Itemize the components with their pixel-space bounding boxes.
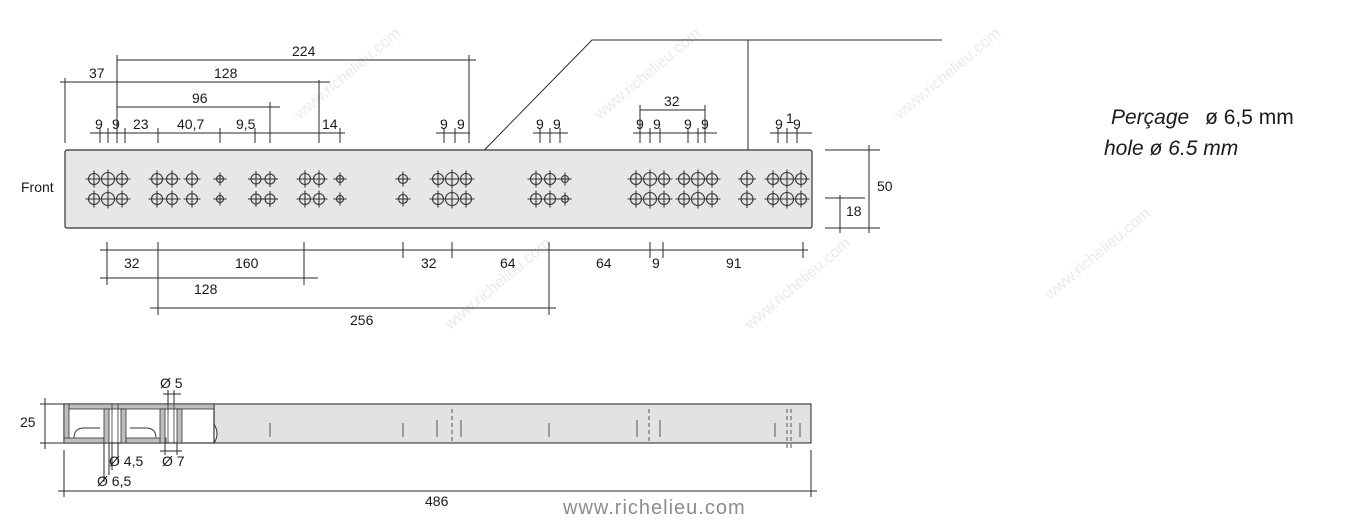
note-fr-word: Perçage [1111,106,1190,129]
hole-note-french: Perçage ø 6,5 mm [1111,106,1294,130]
dim-9-g: 9 [636,116,644,132]
drill-hole [333,192,347,206]
drill-hole [148,170,166,188]
drill-hole [655,170,673,188]
drill-hole [213,192,227,206]
dim-9-f: 9 [553,116,561,132]
dim-91: 91 [726,255,742,271]
drill-hole [262,191,278,207]
drill-hole [541,170,559,188]
drill-hole [213,172,227,186]
dim-32-top: 32 [664,93,680,109]
drill-hole [792,170,810,188]
dim-9-e: 9 [536,116,544,132]
dim-96: 96 [192,90,208,106]
slide-plate-top-view [64,149,813,229]
drill-hole [310,190,328,208]
drill-hole [262,171,278,187]
drill-hole [113,190,131,208]
hole-pattern [85,169,810,209]
dim-224: 224 [292,43,316,59]
dim-25: 25 [20,414,36,430]
drill-hole [703,190,721,208]
drill-hole [248,171,264,187]
dim-160: 160 [235,255,259,271]
dim-9-l: 9 [793,116,801,132]
dim-9-a: 9 [95,116,103,132]
dim-9-k: 9 [775,116,783,132]
svg-text:www.richelieu.com: www.richelieu.com [291,25,404,124]
dim-23: 23 [133,116,149,132]
upper-dimension-values: 224 128 96 37 9 9 23 40,7 9,5 14 9 9 9 9… [89,43,801,132]
drill-hole [457,190,475,208]
dim-phi-7: Ø 7 [162,453,185,469]
dim-phi-5: Ø 5 [160,375,183,391]
drill-hole [310,170,328,188]
dim-486: 486 [425,493,449,509]
website-url: www.richelieu.com [563,497,746,519]
dim-18: 18 [846,203,862,219]
dim-9-b: 9 [112,116,120,132]
dim-32-b: 32 [421,255,437,271]
drill-hole [738,170,756,188]
side-dimension-lines [40,390,817,497]
drill-hole [148,190,166,208]
dim-9-5: 9,5 [236,116,256,132]
drill-hole [183,190,201,208]
dim-256: 256 [350,312,374,328]
drill-hole [163,190,181,208]
drill-hole [163,170,181,188]
drill-hole [541,190,559,208]
dim-128-bottom: 128 [194,281,218,297]
drill-hole [457,170,475,188]
hole-note-english: hole ø 6.5 mm [1104,137,1239,160]
note-fr-symbol: ø [1205,106,1218,129]
dim-128-top: 128 [214,65,238,81]
dim-phi-4-5: Ø 4,5 [109,453,143,469]
drill-hole [738,190,756,208]
dim-14: 14 [322,116,338,132]
upper-dimension-lines [60,55,812,143]
dim-1: 1 [786,110,794,126]
height-dimension-lines [825,145,880,233]
drill-hole [792,190,810,208]
drill-hole [703,170,721,188]
drill-hole [395,171,411,187]
drill-hole [655,190,673,208]
dim-50: 50 [877,178,893,194]
dim-9-d: 9 [457,116,465,132]
dim-9-j: 9 [701,116,709,132]
drill-hole [333,172,347,186]
drill-hole [248,191,264,207]
dim-phi-6-5: Ø 6,5 [97,473,131,489]
slide-side-view [63,403,812,448]
dim-32-a: 32 [124,255,140,271]
dim-9-i: 9 [684,116,692,132]
drill-hole [395,191,411,207]
front-label: Front [21,179,54,195]
dim-9-bottom: 9 [652,255,660,271]
drill-hole [558,192,572,206]
lower-dimension-values: 32 160 32 64 64 9 91 128 256 [124,255,742,328]
dim-9-c: 9 [440,116,448,132]
dim-64-a: 64 [500,255,516,271]
dim-64-b: 64 [596,255,612,271]
note-fr-value: 6,5 mm [1223,106,1294,129]
drill-hole [183,170,201,188]
dim-9-h: 9 [653,116,661,132]
lower-dimension-lines [100,242,808,315]
dim-37: 37 [89,65,105,81]
dim-40-7: 40,7 [177,116,204,132]
drill-hole [558,172,572,186]
drill-hole [113,170,131,188]
svg-text:www.richelieu.com: www.richelieu.com [1041,205,1154,304]
